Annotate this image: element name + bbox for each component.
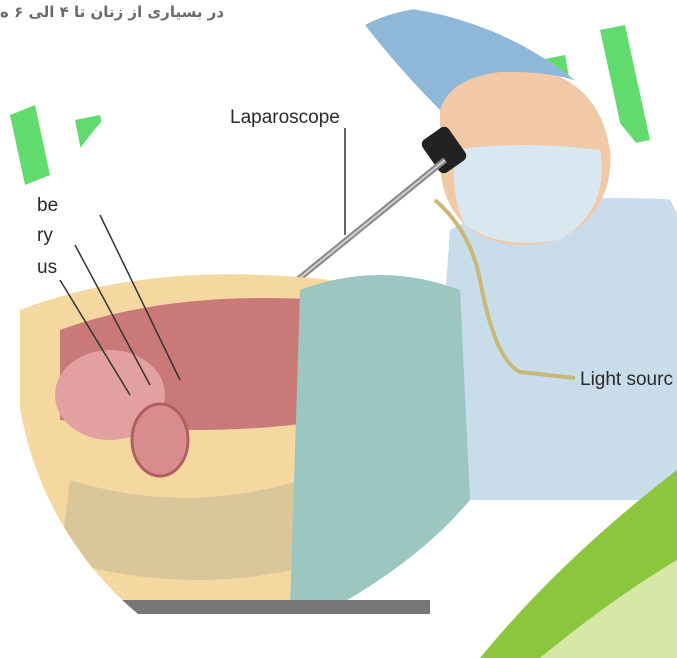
ovary-label: ry [37,225,53,247]
light-source-label: Light sourc [580,369,673,391]
uterus-label: us [37,257,57,279]
tube-label: be [37,195,58,217]
laparoscope-label: Laparoscope [230,107,340,129]
operating-table [120,600,430,614]
intestine-loop [132,404,188,476]
page-caption: در بسیاری از زنان تا ۴ الی ۶ ه [0,3,677,21]
